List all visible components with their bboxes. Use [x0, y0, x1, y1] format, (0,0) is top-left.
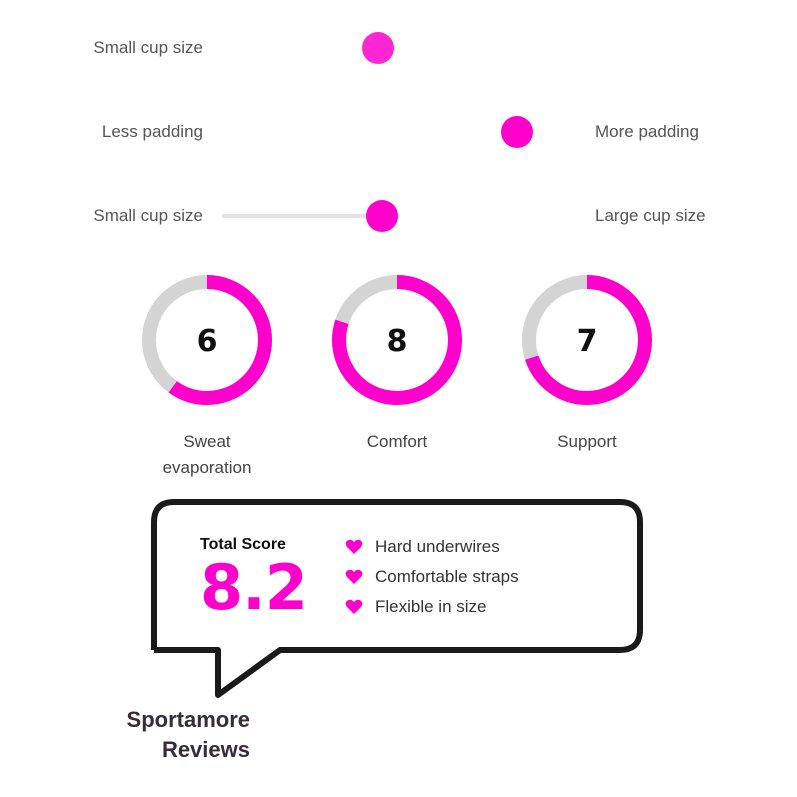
rating-comfort: 8 Comfort [317, 262, 477, 455]
pro-label: Comfortable straps [375, 567, 519, 586]
rating-arc [522, 275, 652, 405]
rating-arc [142, 275, 272, 405]
summary-bubble [151, 499, 643, 698]
slider-left-label: Small cup size [93, 38, 203, 57]
list-item: Flexible in size [345, 592, 605, 622]
slider-right-label: More padding [595, 122, 699, 141]
rating-value: 7 [577, 324, 598, 359]
heart-icon [345, 539, 363, 554]
slider-right-label: Large cup size [595, 206, 706, 225]
slider-thumb[interactable] [366, 200, 398, 232]
rating-ring: 7 [522, 275, 652, 405]
rating-value: 8 [387, 324, 408, 359]
total-score-value: 8.2 [200, 551, 308, 624]
rating-sweat-evaporation: 6 Sweat evaporation [127, 262, 287, 481]
brand-logo: Sportamore Reviews [60, 705, 250, 765]
rating-label: Support [557, 432, 617, 451]
rating-ring: 8 [332, 275, 462, 405]
slider-cup-size[interactable]: Small cup size Large cup size [0, 196, 797, 236]
rating-arc [332, 275, 462, 405]
pro-label: Flexible in size [375, 597, 487, 616]
rating-value: 6 [197, 324, 218, 359]
list-item: Hard underwires [345, 532, 605, 562]
rating-label: Sweat evaporation [162, 432, 252, 477]
total-score-block: Total Score 8.2 [200, 536, 330, 620]
slider-cup-size-top[interactable]: Small cup size [0, 28, 797, 68]
slider-track[interactable] [222, 214, 372, 218]
brand-line-2: Reviews [161, 737, 250, 762]
slider-thumb[interactable] [362, 32, 394, 64]
rating-label: Comfort [366, 432, 428, 451]
brand-line-1: Sportamore [126, 707, 250, 732]
pros-list: Hard underwires Comfortable straps Flexi… [345, 532, 605, 622]
rating-ring: 6 [142, 275, 272, 405]
heart-icon [345, 599, 363, 614]
rating-support: 7 Support [507, 262, 667, 455]
slider-thumb[interactable] [501, 116, 533, 148]
slider-padding[interactable]: Less padding More padding [0, 112, 797, 152]
total-score-title: Total Score [200, 536, 286, 553]
heart-icon [345, 569, 363, 584]
slider-left-label: Small cup size [93, 206, 203, 225]
pro-label: Hard underwires [375, 537, 500, 556]
list-item: Comfortable straps [345, 562, 605, 592]
slider-left-label: Less padding [101, 122, 203, 141]
